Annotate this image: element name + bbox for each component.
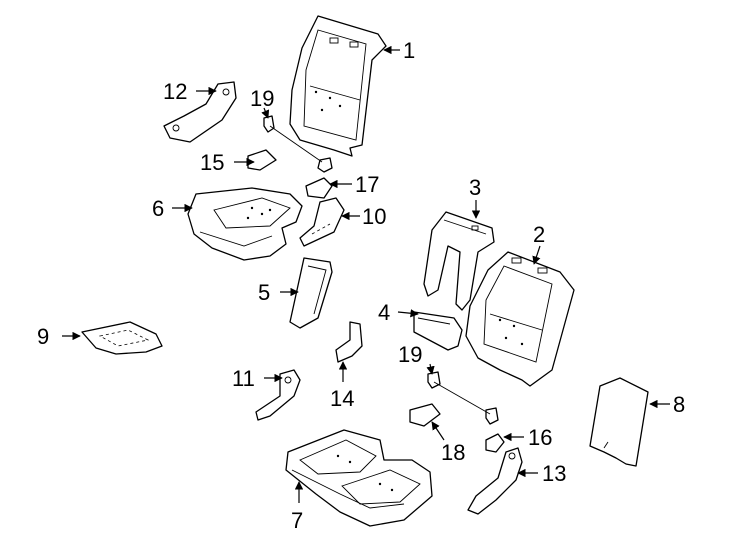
callout-12: 12: [163, 79, 187, 104]
part-7-rear-cushion[interactable]: [285, 429, 433, 527]
callout-19-upper: 19: [250, 86, 274, 111]
callout-18: 18: [441, 440, 465, 465]
part-19-hooks-upper[interactable]: [263, 115, 333, 173]
callout-4: 4: [378, 300, 390, 325]
part-13-recliner-right[interactable]: [467, 447, 523, 515]
part-16-small-clip[interactable]: [485, 433, 505, 453]
part-17-clip[interactable]: [305, 177, 333, 199]
part-1-seat-back-upper[interactable]: [289, 15, 387, 157]
part-14-latch-bracket[interactable]: [335, 321, 363, 363]
callout-13: 13: [542, 461, 566, 486]
callout-8: 8: [673, 392, 685, 417]
part-4-bracket[interactable]: [413, 311, 463, 351]
callout-5: 5: [258, 280, 270, 305]
part-11-hinge[interactable]: [255, 369, 301, 421]
part-5-side-panel[interactable]: [289, 257, 333, 329]
callout-6: 6: [152, 196, 164, 221]
part-12-recliner[interactable]: [163, 81, 237, 143]
callout-3: 3: [469, 175, 481, 200]
callout-2: 2: [533, 222, 545, 247]
part-10-side-trim[interactable]: [299, 197, 345, 247]
callout-10: 10: [362, 204, 386, 229]
callout-17: 17: [355, 172, 379, 197]
leader-2: [532, 245, 541, 265]
callout-9: 9: [37, 324, 49, 349]
part-2-seat-back-right[interactable]: [465, 251, 575, 387]
part-19-hooks-lower[interactable]: [427, 371, 499, 425]
part-15-clip[interactable]: [247, 149, 277, 171]
callout-19-lower: 19: [398, 342, 422, 367]
callout-7: 7: [291, 508, 303, 533]
callout-1: 1: [403, 38, 415, 63]
part-3-seat-back-frame[interactable]: [423, 211, 495, 311]
part-6-seat-cushion[interactable]: [187, 187, 303, 261]
callout-15: 15: [200, 150, 224, 175]
callout-11: 11: [232, 366, 255, 391]
part-18-cover[interactable]: [409, 403, 441, 427]
leader-4: [397, 309, 419, 318]
leader-19b: [426, 363, 435, 375]
leader-18: [431, 421, 445, 441]
part-9-floor-pad[interactable]: [81, 321, 163, 355]
part-8-panel[interactable]: [589, 377, 649, 467]
callout-16: 16: [528, 425, 552, 450]
leader-19a: [261, 107, 270, 119]
callout-14: 14: [330, 386, 354, 411]
